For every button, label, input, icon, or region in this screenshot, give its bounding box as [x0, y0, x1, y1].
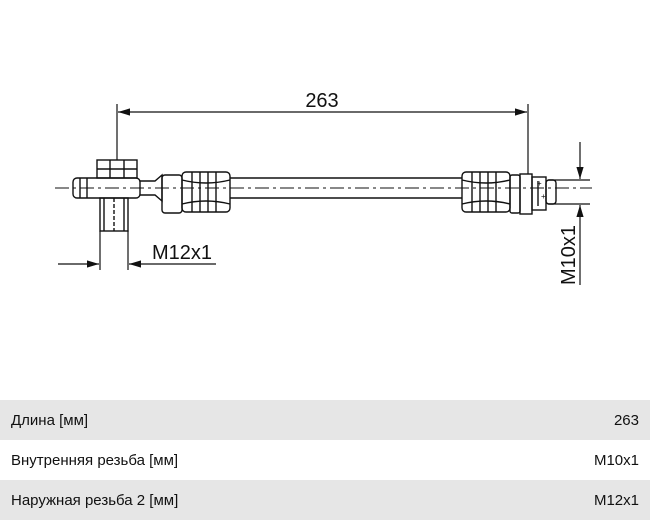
- spec-value: 263: [613, 411, 639, 429]
- right-crimp-sleeve: [461, 171, 521, 214]
- left-crimp-sleeve: [161, 171, 231, 214]
- technical-drawing: + + 263 M12x1 M10x1: [55, 90, 592, 285]
- inner-thread-dimension-label: M10x1: [558, 225, 580, 285]
- spec-row-inner-thread: Внутренняя резьба [мм] M10x1: [0, 440, 650, 480]
- inner-thread-dimension: [548, 142, 590, 285]
- spec-label: Наружная резьба 2 [мм]: [11, 491, 179, 509]
- female-thread-fitting: + +: [519, 173, 557, 215]
- banjo-fitting: [72, 159, 163, 232]
- specification-table: Длина [мм] 263 Внутренняя резьба [мм] M1…: [0, 400, 650, 520]
- length-dimension: [116, 104, 529, 174]
- svg-text:+: +: [541, 192, 546, 201]
- outer-thread-dimension-label: M12x1: [152, 242, 212, 264]
- spec-value: M10x1: [593, 451, 639, 469]
- outer-thread-dimension: [58, 231, 216, 270]
- spec-value: M12x1: [593, 491, 639, 509]
- spec-row-length: Длина [мм] 263: [0, 400, 650, 440]
- spec-row-outer-thread: Наружная резьба 2 [мм] M12x1: [0, 480, 650, 520]
- spec-label: Внутренняя резьба [мм]: [11, 451, 179, 469]
- spec-label: Длина [мм]: [11, 411, 89, 429]
- hose: [230, 177, 462, 199]
- length-dimension-label: 263: [305, 90, 338, 112]
- svg-text:+: +: [537, 179, 542, 188]
